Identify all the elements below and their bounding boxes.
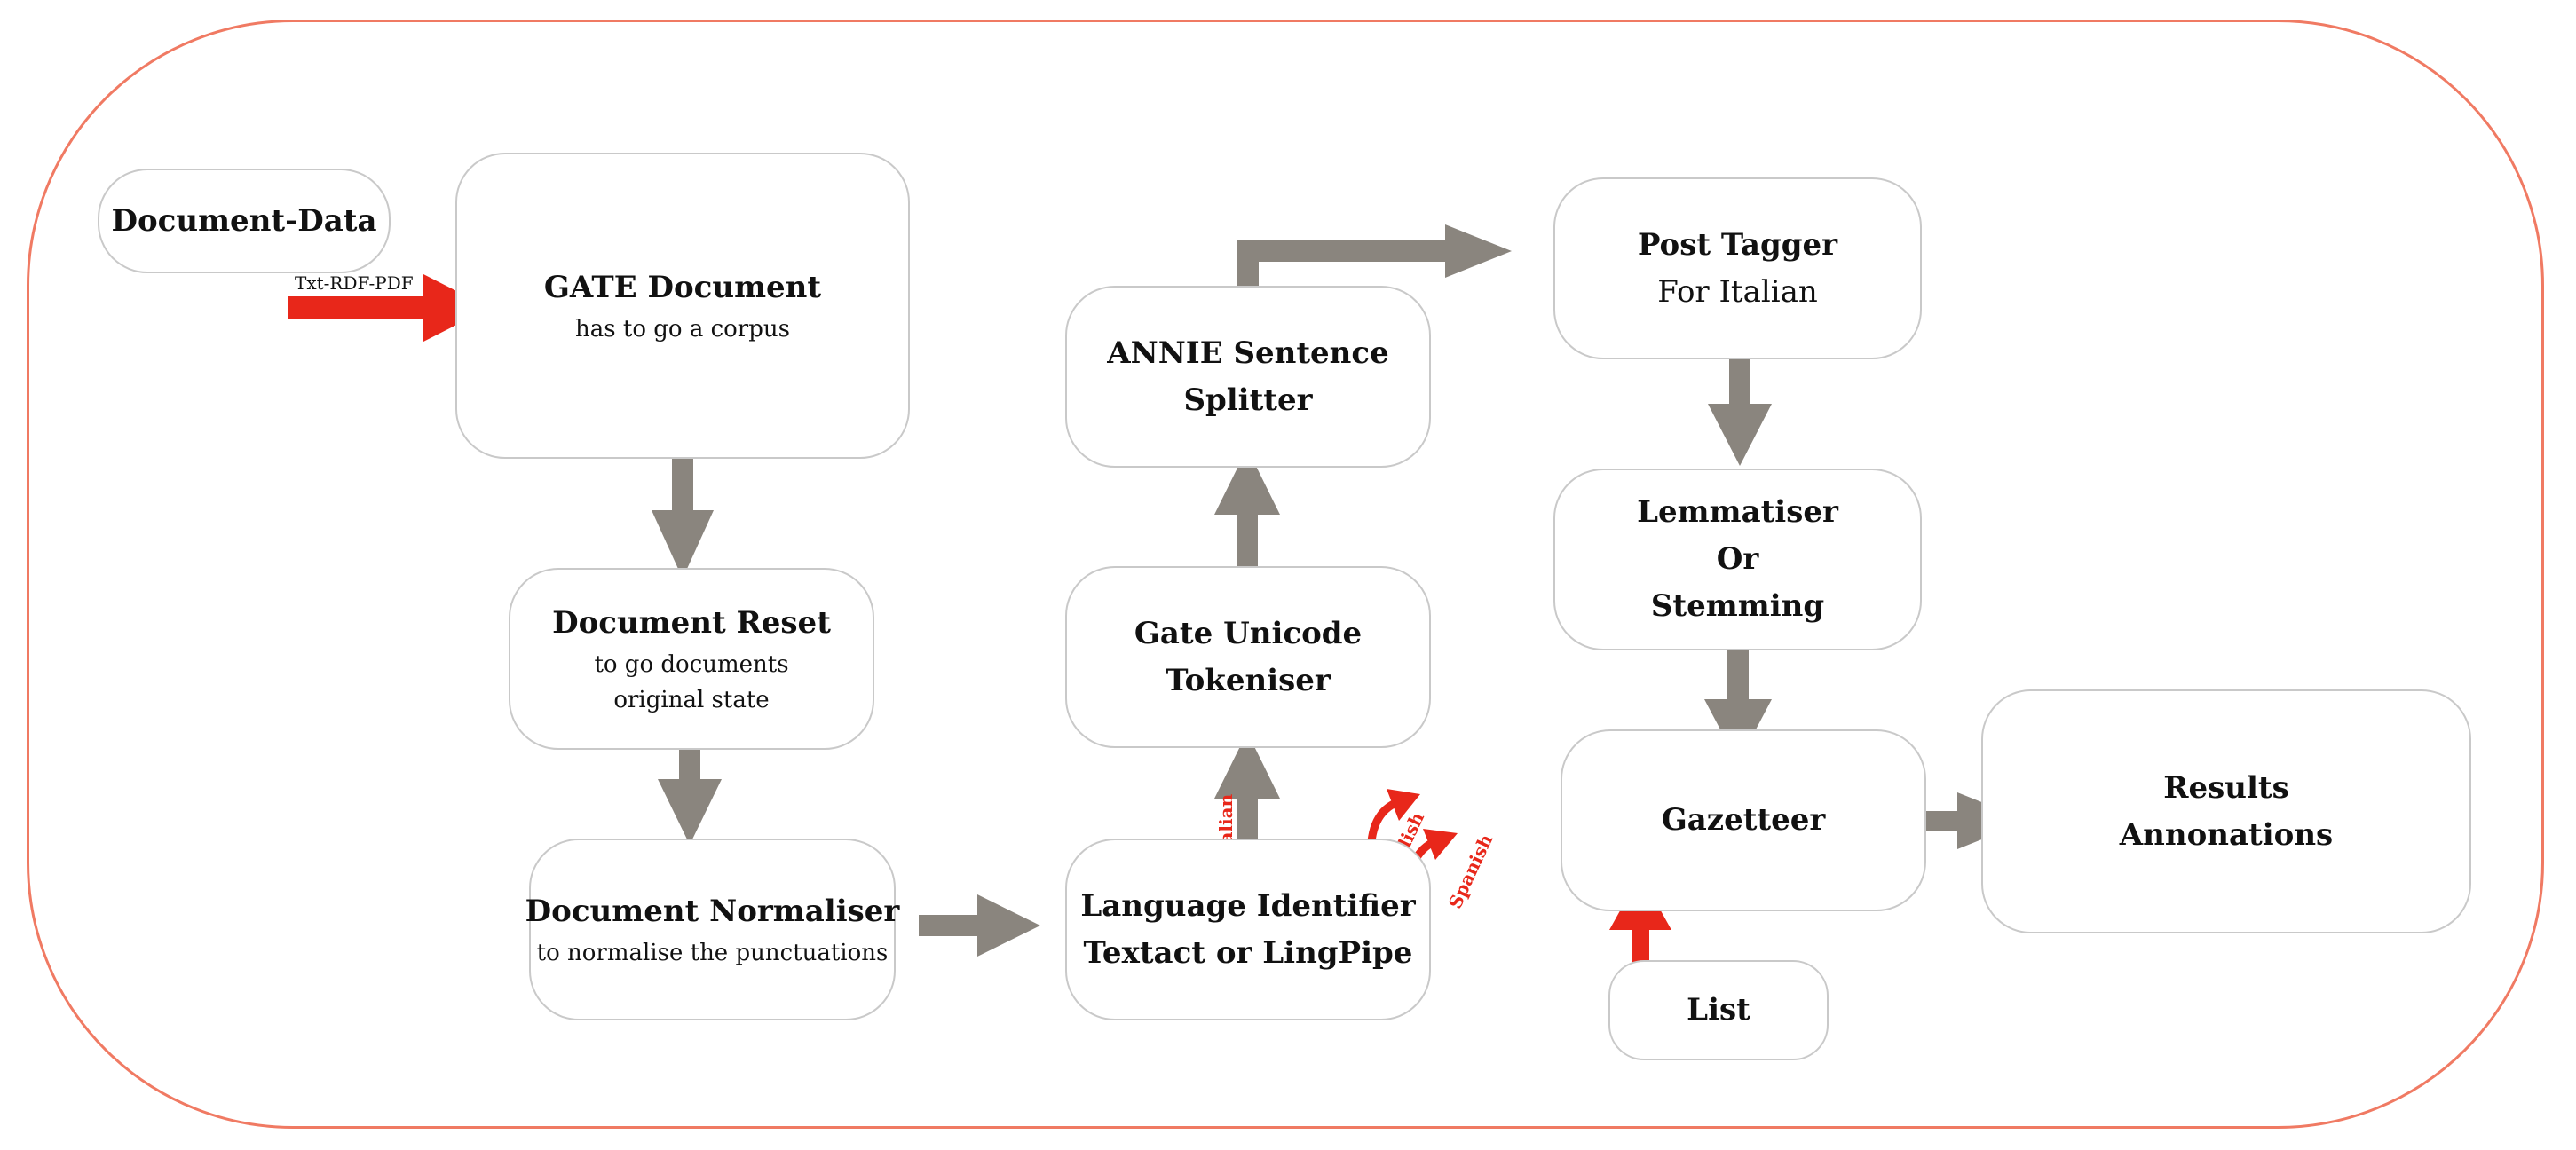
arrow-splitter-to-tagger <box>1237 224 1512 309</box>
arrow-normaliser-to-langid <box>919 894 1040 957</box>
language-identifier-line1: Language Identifier <box>1080 887 1416 924</box>
arrow-list-to-gazetteer <box>1609 874 1671 972</box>
lemmatiser-line1: Lemmatiser <box>1637 494 1838 530</box>
arrow-tokeniser-to-splitter <box>1214 448 1280 595</box>
arrow-tagger-to-lemmatiser <box>1708 328 1772 466</box>
diagram-frame <box>27 20 2544 1129</box>
tokeniser-line1: Gate Unicode <box>1134 615 1363 651</box>
gate-document-node: GATE Document has to go a corpus <box>455 153 910 459</box>
gazetteer-title: Gazetteer <box>1661 802 1826 838</box>
gazetteer-node: Gazetteer <box>1561 729 1926 911</box>
document-data-title: Document-Data <box>111 202 377 239</box>
lemmatiser-line3: Stemming <box>1650 588 1825 624</box>
results-line1: Results <box>2163 769 2289 806</box>
curved-arrow-spanish-head <box>1423 829 1458 860</box>
splitter-line1: ANNIE Sentence <box>1107 335 1389 371</box>
tokeniser-line2: Tokeniser <box>1166 662 1331 698</box>
results-node: Results Annonations <box>1981 689 2471 933</box>
list-title: List <box>1687 992 1750 1028</box>
language-identifier-line2: Textact or LingPipe <box>1083 934 1413 971</box>
document-reset-title: Document Reset <box>552 605 831 641</box>
lemmatiser-line2: Or <box>1716 541 1759 577</box>
lemmatiser-node: Lemmatiser Or Stemming <box>1553 469 1922 650</box>
arrow-gate-to-reset <box>652 439 714 579</box>
document-normaliser-node: Document Normaliser to normalise the pun… <box>525 839 899 1020</box>
annie-sentence-splitter-node: ANNIE Sentence Splitter <box>1065 286 1431 468</box>
document-reset-line2: original state <box>613 687 770 713</box>
document-normaliser-title: Document Normaliser <box>525 894 900 929</box>
document-reset-node: Document Reset to go documents original … <box>509 568 874 750</box>
arrow-reset-to-normaliser <box>658 729 722 845</box>
post-tagger-node: Post Tagger For Italian <box>1553 177 1922 359</box>
post-tagger-title: Post Tagger <box>1637 226 1838 263</box>
document-data-node: Document-Data <box>98 169 391 273</box>
list-node: List <box>1608 960 1829 1060</box>
gate-unicode-tokeniser-node: Gate Unicode Tokeniser <box>1065 566 1431 748</box>
arrow-langid-to-tokeniser <box>1214 732 1280 874</box>
post-tagger-subtitle: For Italian <box>1657 273 1818 310</box>
document-normaliser-subtitle: to normalise the punctuations <box>536 940 889 966</box>
language-identifier-node: Language Identifier Textact or LingPipe <box>1065 839 1431 1020</box>
gate-document-subtitle: has to go a corpus <box>575 316 790 343</box>
arrow-input-to-gate <box>288 274 490 342</box>
curved-arrow-english-head <box>1387 789 1420 821</box>
results-line2: Annonations <box>2119 816 2334 853</box>
gate-document-title: GATE Document <box>543 270 822 305</box>
splitter-line2: Splitter <box>1183 382 1313 418</box>
document-reset-line1: to go documents <box>594 651 789 678</box>
input-formats-label: Txt-RDF-PDF <box>295 272 414 294</box>
